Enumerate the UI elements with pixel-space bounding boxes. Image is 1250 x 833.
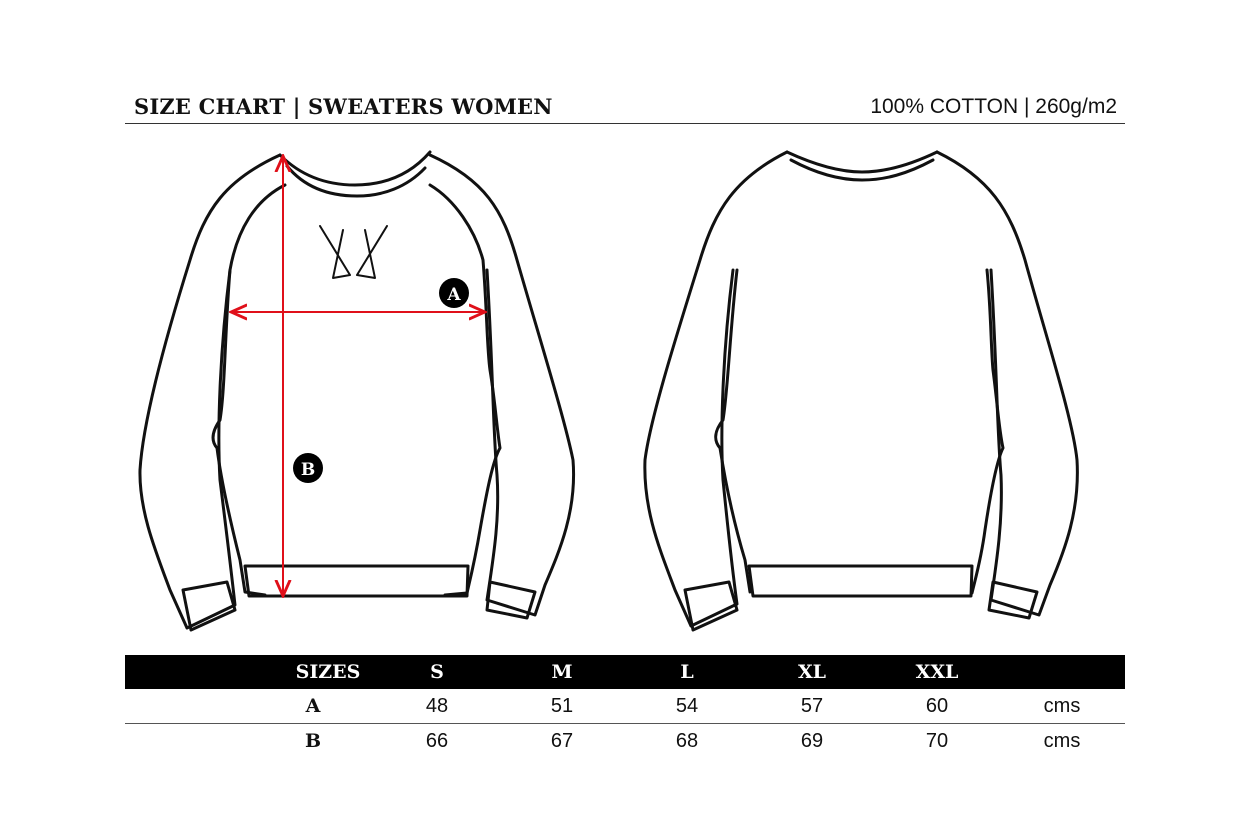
sweater-back [643,150,1079,632]
table-cell: 51 [550,695,574,717]
row-label-b: B [304,730,322,752]
size-header-xl: XL [797,661,827,683]
table-row: A 48 51 54 57 60 cms [125,689,1125,724]
sweater-illustrations: A B [138,150,1079,632]
table-cell: 68 [675,730,699,752]
material-subtitle: 100% COTTON | 260g/m2 [870,95,1117,118]
table-cell: 57 [800,695,824,717]
marker-a-badge: A [439,278,469,308]
size-table: SIZES S M L XL XXL A 48 51 54 57 60 cms … [125,655,1125,758]
marker-b-label: B [301,460,315,480]
sweater-front [138,150,576,632]
row-label-a: A [305,695,321,717]
unit-label: cms [1043,695,1081,717]
size-header-m: M [551,661,573,683]
size-header-l: L [680,661,694,683]
table-cell: 66 [425,730,449,752]
header-rule [125,123,1125,124]
page-title: SIZE CHART | SWEATERS WOMEN [134,94,553,119]
table-row: B 66 67 68 69 70 cms [125,724,1125,758]
table-cell: 70 [925,730,949,752]
table-cell: 60 [925,695,949,717]
size-header-xxl: XXL [915,661,959,683]
size-header-s: S [430,661,444,683]
table-cell: 48 [425,695,449,717]
sizes-header: SIZES [295,661,361,683]
table-cell: 69 [800,730,824,752]
marker-b-badge: B [293,453,323,483]
table-cell: 54 [675,695,699,717]
unit-label: cms [1043,730,1081,752]
marker-a-label: A [446,285,461,305]
table-cell: 67 [550,730,574,752]
size-table-header: SIZES S M L XL XXL [125,655,1125,689]
